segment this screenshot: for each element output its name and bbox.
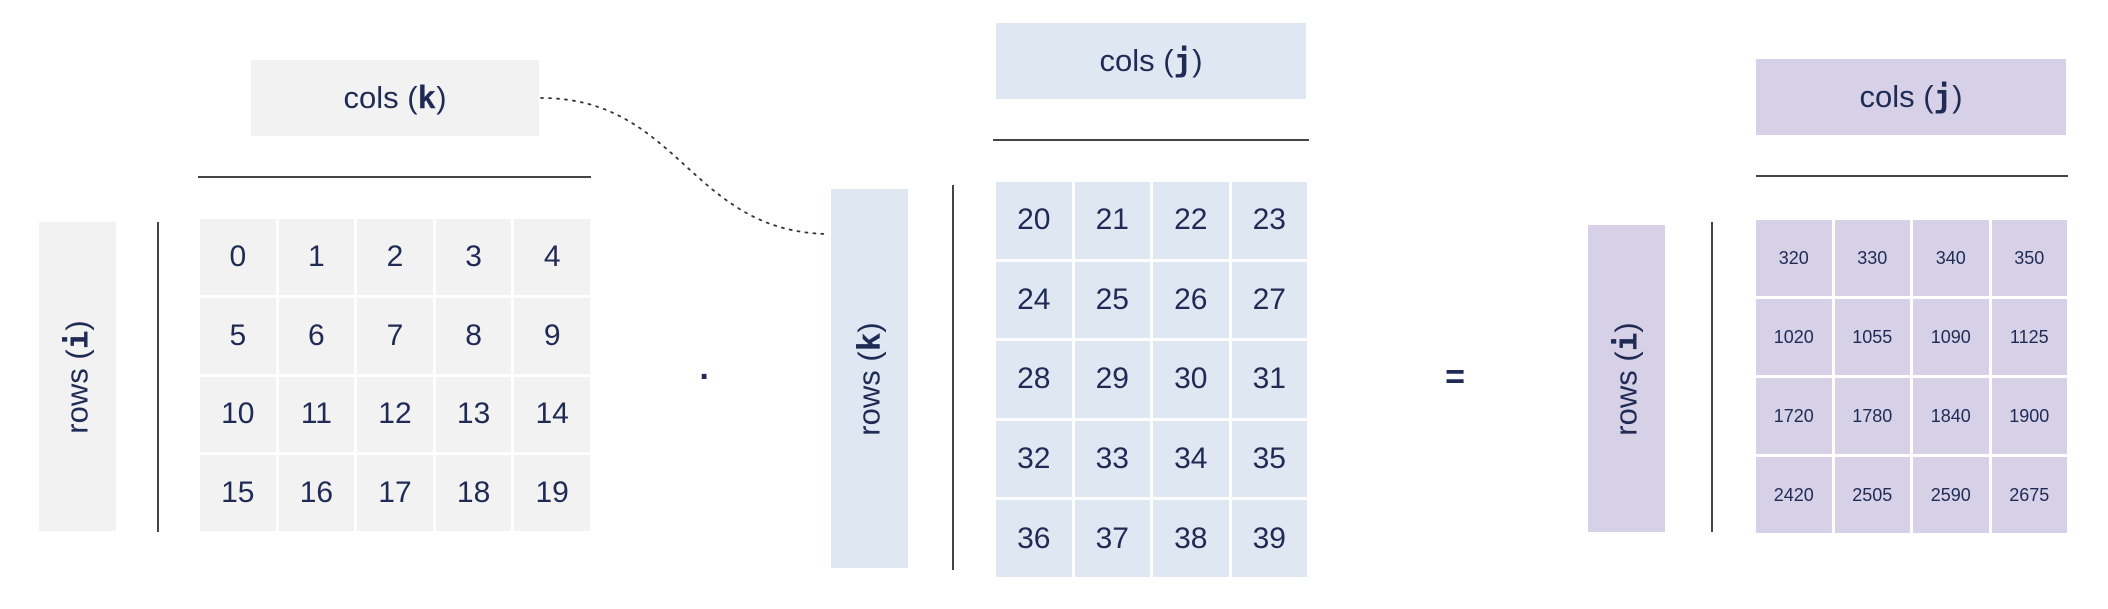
right-cols-suffix: ) (1952, 79, 1963, 114)
right-rows-prefix: rows ( (1608, 350, 1644, 436)
right-cols-prefix: cols ( (1859, 79, 1934, 114)
matrix-cell: 34 (1153, 420, 1229, 498)
right-cols-header: cols (j) (1756, 59, 2066, 135)
left-matrix: 0 1 2 3 4 5 6 7 8 9 10 11 12 13 14 15 16… (200, 219, 590, 531)
matrix-cell: 340 (1913, 220, 1989, 296)
matrix-cell: 6 (278, 297, 355, 374)
right-rows-header: rows (i) (1588, 225, 1665, 532)
middle-cols-prefix: cols ( (1099, 43, 1174, 78)
matrix-cell: 1900 (1991, 378, 2067, 454)
matrix-cell: 9 (514, 297, 590, 374)
matrix-cell: 2505 (1834, 457, 1910, 533)
matrix-cell: 3 (435, 219, 512, 295)
matrix-cell: 320 (1756, 220, 1832, 296)
left-header-divider (198, 176, 591, 178)
left-cols-suffix: ) (436, 80, 447, 115)
matrix-cell: 13 (435, 376, 512, 453)
matrix-cell: 1125 (1991, 299, 2067, 375)
matrix-cell: 28 (996, 341, 1072, 418)
middle-rows-suffix: ) (851, 321, 887, 333)
matrix-cell: 23 (1231, 182, 1307, 259)
middle-cols-header: cols (j) (996, 23, 1306, 99)
left-cols-header: cols (k) (251, 60, 539, 136)
matrix-cell: 16 (278, 455, 355, 531)
matrix-cell: 1720 (1756, 378, 1832, 454)
matrix-cell: 29 (1074, 341, 1150, 418)
middle-cols-var: j (1173, 43, 1193, 79)
right-rows-divider (1711, 222, 1713, 532)
matrix-cell: 12 (357, 376, 433, 453)
matrix-cell: 38 (1153, 500, 1229, 577)
middle-rows-var: k (851, 332, 888, 351)
right-cols-var: j (1933, 79, 1953, 115)
matrix-cell: 2675 (1991, 457, 2067, 533)
matrix-cell: 32 (996, 420, 1072, 498)
matrix-cell: 5 (200, 297, 276, 374)
matrix-cell: 25 (1074, 261, 1150, 339)
left-cols-prefix: cols ( (343, 80, 418, 115)
middle-rows-prefix: rows ( (851, 350, 887, 436)
matrix-cell: 14 (514, 376, 590, 453)
matrix-cell: 17 (357, 455, 433, 531)
middle-rows-header: rows (k) (831, 189, 908, 568)
right-header-divider (1756, 175, 2068, 177)
matrix-cell: 2420 (1756, 457, 1832, 533)
matrix-cell: 350 (1991, 220, 2067, 296)
matrix-cell: 1840 (1913, 378, 1989, 454)
right-rows-suffix: ) (1608, 321, 1644, 333)
matrix-cell: 11 (278, 376, 355, 453)
matrix-cell: 4 (514, 219, 590, 295)
matrix-cell: 2590 (1913, 457, 1989, 533)
matrix-cell: 30 (1153, 341, 1229, 418)
middle-rows-divider (952, 185, 954, 570)
matrix-cell: 330 (1834, 220, 1910, 296)
matrix-cell: 1020 (1756, 299, 1832, 375)
matrix-cell: 8 (435, 297, 512, 374)
left-rows-divider (157, 222, 159, 532)
left-cols-var: k (417, 80, 437, 116)
matrix-cell: 33 (1074, 420, 1150, 498)
matrix-cell: 36 (996, 500, 1072, 577)
matrix-cell: 0 (200, 219, 276, 295)
matrix-cell: 1090 (1913, 299, 1989, 375)
matrix-cell: 26 (1153, 261, 1229, 339)
matrix-cell: 22 (1153, 182, 1229, 259)
middle-header-divider (993, 139, 1309, 141)
matrix-cell: 21 (1074, 182, 1150, 259)
left-rows-header: rows (i) (39, 222, 116, 531)
middle-matrix: 20 21 22 23 24 25 26 27 28 29 30 31 32 3… (996, 182, 1307, 577)
matrix-cell: 31 (1231, 341, 1307, 418)
matrix-cell: 15 (200, 455, 276, 531)
matrix-cell: 39 (1231, 500, 1307, 577)
matrix-cell: 19 (514, 455, 590, 531)
matrix-cell: 10 (200, 376, 276, 453)
matrix-cell: 1055 (1834, 299, 1910, 375)
matrix-cell: 18 (435, 455, 512, 531)
matrix-cell: 2 (357, 219, 433, 295)
matrix-cell: 20 (996, 182, 1072, 259)
matrix-cell: 1 (278, 219, 355, 295)
middle-cols-suffix: ) (1192, 43, 1203, 78)
matrix-cell: 35 (1231, 420, 1307, 498)
matrix-cell: 37 (1074, 500, 1150, 577)
equals-operator: = (1445, 357, 1465, 396)
dot-operator: · (699, 357, 711, 396)
matrix-cell: 7 (357, 297, 433, 374)
matrix-cell: 1780 (1834, 378, 1910, 454)
result-matrix: 320 330 340 350 1020 1055 1090 1125 1720… (1756, 220, 2067, 533)
right-rows-var: i (1608, 332, 1645, 351)
matrix-cell: 27 (1231, 261, 1307, 339)
matrix-cell: 24 (996, 261, 1072, 339)
